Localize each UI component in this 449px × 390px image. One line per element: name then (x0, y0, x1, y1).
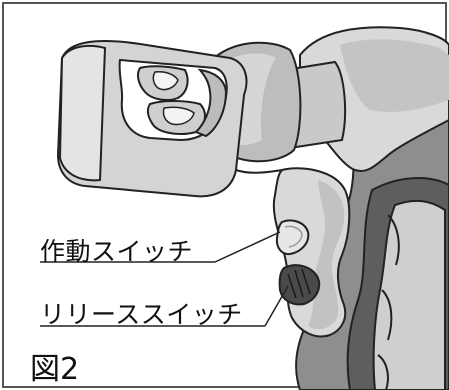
release-switch-label: リリーススイッチ (40, 300, 243, 329)
die-holder (194, 68, 228, 138)
lower-die-groove (162, 106, 195, 126)
leader-line-release-switch (264, 285, 289, 327)
frame-joint (235, 169, 283, 174)
figure-caption: 図2 (30, 352, 80, 387)
grip-stripes (377, 214, 400, 390)
leader-line-work-switch (214, 231, 281, 263)
grip-insert (372, 199, 446, 390)
upper-housing-shade (340, 39, 449, 112)
work-switch-highlight (284, 225, 303, 248)
release-switch-knurl (287, 268, 311, 299)
work-switch-label: 作動スイッチ (40, 237, 194, 266)
jaw-front-face (58, 44, 107, 182)
upper-die-groove (152, 71, 179, 91)
work-switch (275, 219, 310, 256)
